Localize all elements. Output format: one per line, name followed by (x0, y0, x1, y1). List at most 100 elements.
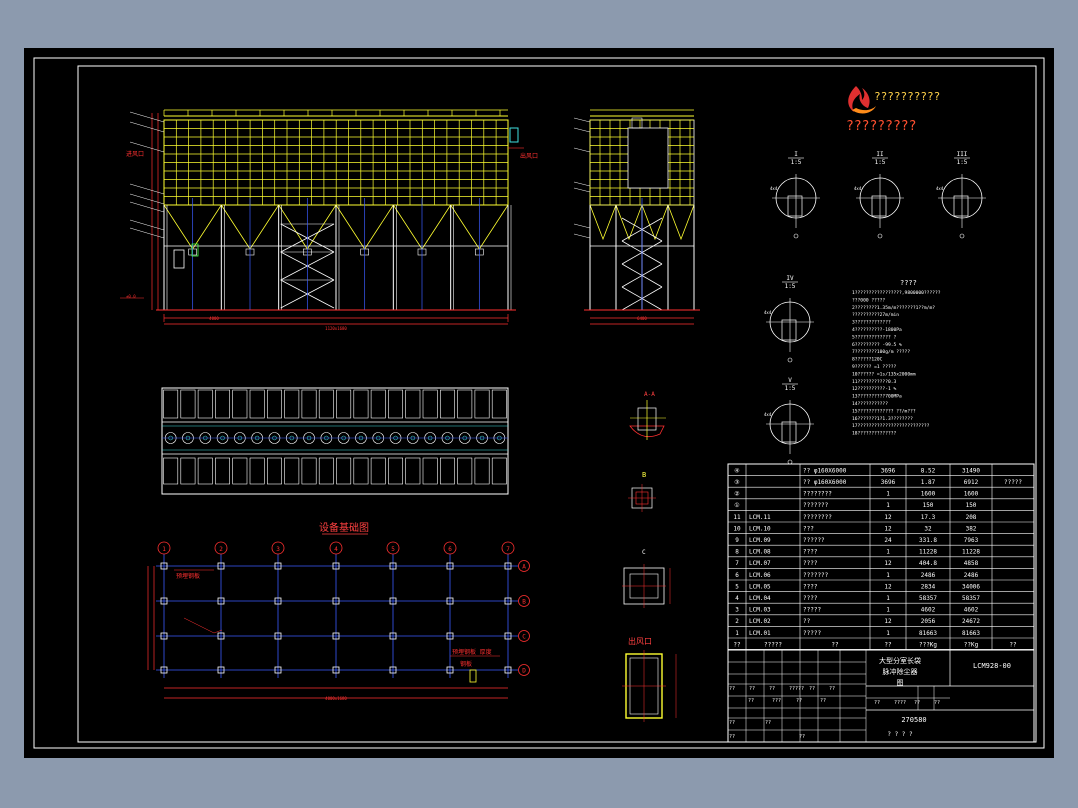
note-line: 7????????100g/m ????? (852, 349, 910, 355)
bom-cell-no: 8 (735, 549, 739, 556)
bom-cell-qty: 24 (884, 537, 892, 544)
detail-scale: 1:5 (785, 385, 796, 392)
technical-notes: ???? 1?????????????????,9800000?????? ??… (852, 279, 941, 437)
logo-subtitle: ????????? (846, 119, 916, 134)
plan-top-cell (491, 389, 507, 419)
plan-bottom-cell (353, 457, 369, 485)
side-hopper (641, 204, 669, 241)
title-r1: ?? (749, 686, 755, 692)
inlet-duct (173, 249, 185, 269)
bom-cell-total: 11228 (962, 549, 980, 556)
note-line: 14??????????? (852, 401, 888, 407)
bom-cell-name: ???? (803, 549, 818, 556)
bom-cell-total: 2486 (964, 572, 979, 579)
bom-cell-name: ????? (803, 607, 821, 614)
plan-top-cell (197, 389, 213, 419)
bom-cell-name: ???? (803, 583, 818, 590)
title-r4: ?? (729, 720, 735, 726)
title-r2: ?? (748, 698, 754, 704)
plan-top-cell (318, 389, 334, 419)
detail-part (781, 421, 797, 443)
bom-header-note: ?? (1009, 641, 1017, 648)
note-line: ???000 ????? (852, 297, 885, 303)
bom-cell-no: ③ (734, 479, 739, 486)
bom-cell-no: 7 (735, 560, 739, 567)
bom-cell-unit: 8.52 (921, 467, 936, 474)
plan-outline (161, 387, 509, 495)
bom-header-total: ??Kg (964, 641, 979, 648)
axis-label: 7 (506, 546, 510, 553)
anchor-plate (504, 632, 512, 640)
bom-cell-code: LCM.04 (749, 595, 771, 602)
bom-cell-code: LCM.10 (749, 525, 771, 532)
detail-scale: 1:5 (785, 283, 796, 290)
company-logo: ?????????? ????????? (846, 86, 940, 134)
axis-bubble (157, 541, 171, 555)
detail-dim: 4x4 (764, 412, 772, 417)
plan-bottom-cell (249, 457, 265, 485)
plan-bottom-cell (491, 457, 507, 485)
plan-bottom-cell (457, 457, 473, 485)
plan-top-cell (215, 389, 230, 419)
bom-cell-total: 81663 (962, 630, 980, 637)
title-footer: ? ? ? ? (887, 731, 913, 738)
note-line: 13??????????700MPa (852, 394, 902, 400)
note-leader (183, 617, 215, 634)
bom-cell-note: ????? (1004, 479, 1022, 486)
anchor-plate (160, 632, 168, 640)
note-line: 6????????? -99.5 % (852, 342, 902, 348)
bom-cell-name: ??? (803, 525, 814, 532)
anchor-plate (217, 597, 225, 605)
outlet-duct (509, 127, 519, 143)
axis-label: 3 (276, 546, 280, 553)
side-elevation-view: 6400 (573, 109, 700, 325)
axis-bubble (518, 664, 530, 676)
bom-cell-unit: 2834 (921, 583, 936, 590)
detail-roman: V (788, 377, 792, 384)
detail-roman: I (794, 151, 798, 158)
note-line: 12??????????-1 % (852, 386, 896, 392)
anchor-plate (446, 562, 454, 570)
leader-line (129, 193, 165, 205)
title-r1: ?? (729, 686, 735, 692)
plan-bottom-cell (336, 457, 352, 485)
leader-line (129, 111, 165, 123)
axis-bubble (518, 630, 530, 642)
outer-frame (33, 57, 1045, 749)
title-name-3: 图 (897, 679, 904, 687)
plan-top-cell (249, 389, 265, 419)
bom-cell-total: 58357 (962, 595, 980, 602)
anchor-plate (389, 597, 397, 605)
inlet-label: 进风口 (126, 150, 144, 158)
detail-roman: III (957, 151, 968, 158)
bom-cell-qty: 12 (884, 583, 892, 590)
plan-bottom-cell (215, 457, 230, 485)
anchor-plate (389, 632, 397, 640)
title-r1: ?? (809, 686, 815, 692)
bom-cell-name: ?? φ160X6000 (803, 467, 847, 474)
anchor-plate (274, 666, 282, 674)
bom-cell-unit: 58357 (919, 595, 937, 602)
bom-cell-unit: 1.87 (921, 479, 936, 486)
bom-cell-no: ② (734, 491, 739, 498)
leader-line (129, 219, 165, 231)
title-name-2: 脉冲除尘器 (883, 667, 918, 676)
bom-cell-no: 9 (735, 537, 739, 544)
bom-cell-name: ???? (803, 560, 818, 567)
bom-cell-no: ④ (734, 467, 739, 474)
note-line: 5????????????? ? (852, 334, 896, 340)
anchor-plate (274, 597, 282, 605)
title-r4: ?? (765, 720, 771, 726)
anchor-plate (446, 597, 454, 605)
plate-note-3: 钢板 (460, 660, 472, 668)
bom-cell-unit: 81663 (919, 630, 937, 637)
bom-cell-unit: 2056 (921, 618, 936, 625)
anchor-plate (160, 562, 168, 570)
bom-cell-code: LCM.06 (749, 572, 771, 579)
title-r5: ?? (729, 734, 735, 740)
axis-label: C (522, 634, 526, 641)
bom-cell-unit: 331.8 (919, 537, 937, 544)
bom-cell-no: 5 (735, 583, 739, 590)
plan-top-cell (301, 389, 317, 419)
